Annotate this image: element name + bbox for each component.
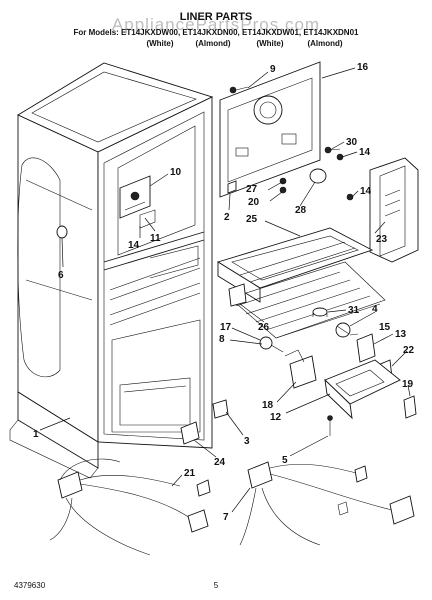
shelf-frame bbox=[216, 227, 386, 339]
model-list: For Models: ET14JKXDW00, ET14JKXDN00, ET… bbox=[74, 28, 360, 37]
variant-3: (White) bbox=[256, 39, 283, 48]
small-fasteners bbox=[227, 168, 354, 201]
callout-3: 3 bbox=[244, 436, 250, 447]
callout-15: 15 bbox=[379, 322, 391, 333]
callout-5: 5 bbox=[282, 455, 288, 466]
callout-12: 12 bbox=[270, 412, 282, 423]
leader-lines bbox=[39, 67, 411, 513]
callout-22: 22 bbox=[403, 345, 415, 356]
callouts: 9 16 30 14 10 27 20 14 2 28 11 14 25 23 … bbox=[33, 62, 415, 523]
socket-body bbox=[284, 349, 317, 389]
damper-control bbox=[312, 307, 328, 317]
callout-14-top: 14 bbox=[359, 147, 371, 158]
callout-30: 30 bbox=[346, 137, 358, 148]
callout-11: 11 bbox=[150, 233, 161, 244]
callout-21: 21 bbox=[184, 468, 196, 479]
light-socket bbox=[228, 283, 247, 307]
callout-26: 26 bbox=[258, 322, 270, 333]
screws-top bbox=[229, 86, 344, 161]
callout-14-mid: 14 bbox=[360, 186, 372, 197]
light-bulb bbox=[259, 336, 284, 353]
control-housing bbox=[369, 157, 419, 263]
refrigerator-liner bbox=[9, 62, 214, 479]
variant-4: (Almond) bbox=[307, 39, 342, 48]
callout-27: 27 bbox=[246, 184, 258, 195]
callout-17: 17 bbox=[220, 322, 232, 333]
clip bbox=[212, 399, 229, 419]
rear-panel bbox=[219, 61, 321, 198]
thermostat-switch bbox=[349, 333, 376, 363]
part-number: 4379630 bbox=[14, 581, 46, 590]
callout-19: 19 bbox=[402, 379, 414, 390]
callout-2: 2 bbox=[224, 212, 230, 223]
callout-16: 16 bbox=[357, 62, 369, 73]
watermark: AppliancePartsPros.com bbox=[112, 15, 320, 34]
thermostat-knob bbox=[335, 322, 351, 338]
callout-9: 9 bbox=[270, 64, 276, 75]
callout-10: 10 bbox=[170, 167, 182, 178]
mounting-screw bbox=[327, 415, 333, 436]
callout-8: 8 bbox=[219, 334, 225, 345]
callout-31: 31 bbox=[348, 305, 360, 316]
freezer-fan-bracket bbox=[119, 175, 156, 229]
liner-plug bbox=[56, 225, 68, 239]
control-base bbox=[324, 359, 401, 420]
wire-harness-right bbox=[239, 461, 415, 546]
callout-28: 28 bbox=[295, 205, 307, 216]
callout-24: 24 bbox=[214, 457, 226, 468]
callout-1: 1 bbox=[33, 429, 39, 440]
page-title: LINER PARTS bbox=[180, 11, 253, 23]
callout-13: 13 bbox=[395, 329, 407, 340]
switch-part bbox=[180, 421, 200, 445]
page-number: 5 bbox=[214, 581, 219, 590]
callout-25: 25 bbox=[246, 214, 258, 225]
callout-6: 6 bbox=[58, 270, 64, 281]
wire-harness-left bbox=[49, 458, 211, 556]
callout-4: 4 bbox=[372, 304, 378, 315]
callout-18: 18 bbox=[262, 400, 274, 411]
callout-7: 7 bbox=[223, 512, 229, 523]
callout-20: 20 bbox=[248, 197, 260, 208]
wire-nut bbox=[403, 395, 417, 419]
callout-14-left: 14 bbox=[128, 240, 140, 251]
variant-2: (Almond) bbox=[195, 39, 230, 48]
variant-1: (White) bbox=[146, 39, 173, 48]
callout-23: 23 bbox=[376, 234, 388, 245]
